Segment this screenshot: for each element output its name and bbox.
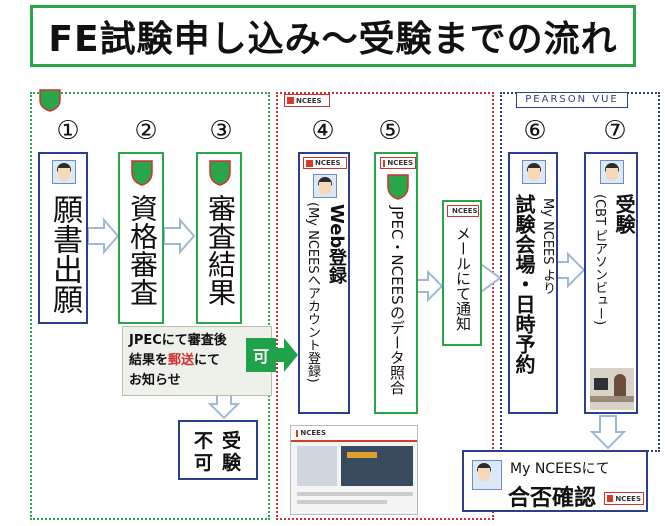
step-number-2: ② — [134, 116, 158, 146]
ncees-logo: NCEES — [380, 157, 416, 169]
person-icon — [472, 460, 502, 490]
step-7-sub: (CBT ピアソンビュー) — [592, 194, 607, 326]
step-1-label: 願書出願 — [47, 194, 82, 314]
exam-room-photo — [590, 368, 634, 410]
arrow-down-result — [589, 415, 627, 450]
step-6-box: 試験会場・日時予約 My NCEES より — [508, 152, 558, 414]
result-box: My NCEESにて 合否確認 NCEES — [462, 450, 648, 512]
pearson-vue-label: PEARSON VUE — [516, 92, 628, 108]
ncees-logo: NCEES — [447, 205, 479, 217]
jpec-shield-icon — [209, 160, 231, 186]
step-3-label: 審査結果 — [204, 194, 237, 306]
arrow-pass — [276, 338, 298, 372]
ncees-region-logo: NCEES — [284, 94, 330, 107]
result-line-2: 合否確認 — [508, 486, 597, 511]
jpec-region — [30, 92, 270, 520]
step-7-box: 受験 (CBT ピアソンビュー) — [584, 152, 638, 414]
arrow-1-2 — [87, 217, 120, 255]
exam-label: 受験 — [222, 430, 242, 474]
person-icon — [600, 160, 624, 184]
step-number-3: ③ — [209, 116, 233, 146]
mail-notice-box: NCEES メールにて通知 — [442, 200, 482, 346]
title-box: FE試験申し込み～受験までの流れ — [30, 5, 636, 67]
ncees-logo: NCEES — [303, 157, 347, 169]
step-number-4: ④ — [311, 116, 335, 146]
page-title: FE試験申し込み～受験までの流れ — [48, 19, 618, 60]
result-line-1: My NCEESにて — [510, 461, 610, 477]
step-number-7: ⑦ — [603, 116, 627, 146]
ncees-logo: NCEES — [294, 428, 328, 438]
step-number-5: ⑤ — [378, 116, 402, 146]
step-4-box: NCEES Web登録 (My NCEESへアカウント登録) — [298, 152, 350, 414]
notice-line-2: 結果を郵送にて — [129, 353, 221, 368]
jpec-shield-icon — [131, 160, 153, 186]
step-6-sub: My NCEES より — [540, 198, 555, 295]
step-4-label: Web登録 — [326, 204, 347, 285]
notice-box: JPECにて審査後 結果を郵送にて お知らせ — [122, 326, 272, 396]
step-5-label: JPEC・NCEESのデータ照合 — [388, 206, 406, 395]
notice-line-1: JPECにて審査後 — [129, 333, 227, 348]
ncees-region — [276, 92, 494, 520]
person-icon — [52, 160, 76, 184]
arrow-6-7 — [555, 251, 586, 289]
step-2-box: 資格審査 — [118, 152, 164, 324]
person-icon — [313, 174, 337, 198]
mail-notice-label: メールにて通知 — [454, 226, 472, 331]
jpec-logo-icon — [39, 89, 61, 112]
jpec-shield-icon — [387, 174, 409, 200]
step-7-label: 受験 — [612, 194, 636, 234]
fail-label: 不可 — [194, 430, 214, 474]
step-number-1: ① — [56, 116, 80, 146]
step-number-6: ⑥ — [523, 116, 547, 146]
step-3-box: 審査結果 — [196, 152, 242, 324]
ncees-logo: NCEES — [604, 492, 644, 505]
step-4-sub: (My NCEESへアカウント登録) — [305, 202, 320, 383]
step-2-label: 資格審査 — [126, 194, 159, 306]
arrow-2-3 — [163, 217, 196, 255]
pass-badge: 可 — [246, 338, 276, 372]
step-1-box: 願書出願 — [38, 152, 88, 324]
step-6-label: 試験会場・日時予約 — [512, 194, 536, 374]
pearson-vue-text: PEARSON VUE — [525, 94, 619, 105]
notice-line-3: お知らせ — [129, 373, 181, 388]
step-5-box: NCEES JPEC・NCEESのデータ照合 — [374, 152, 418, 414]
person-icon — [522, 160, 546, 184]
ncees-website-image: NCEES — [290, 425, 418, 515]
fail-box: 不可 受験 — [178, 420, 258, 480]
